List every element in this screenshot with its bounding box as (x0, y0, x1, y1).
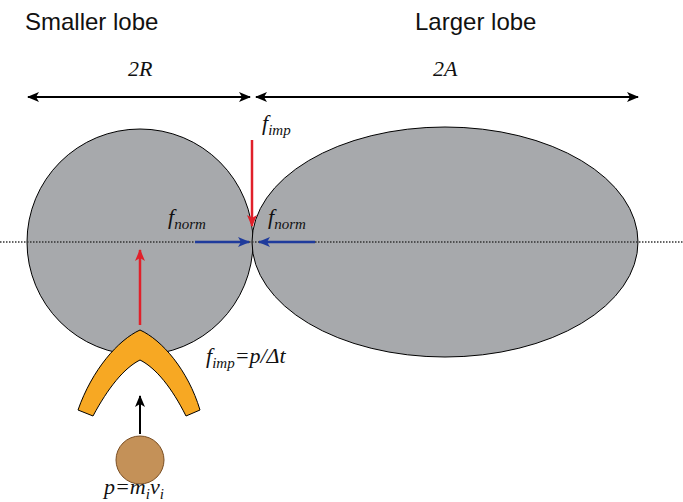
momentum-label-group: p=mivi (104, 476, 164, 498)
force-label: =p/Δt (235, 343, 286, 368)
force-label-group: fimp (262, 112, 291, 134)
force-label: f (262, 110, 268, 135)
dimension-label-group: 2R (128, 58, 152, 80)
force-label: f (206, 343, 212, 368)
force-label-group: fnorm (268, 206, 306, 228)
subscript-text: norm (174, 216, 206, 232)
lobe-title: Smaller lobe (25, 8, 158, 35)
subscript-text: i (146, 486, 150, 502)
dimension-label: 2R (128, 56, 152, 81)
force-label: f (168, 204, 174, 229)
impact-force-arrow (139, 250, 142, 325)
subscript-text: norm (274, 216, 306, 232)
axis-line (0, 241, 683, 243)
dimension-arrow (256, 96, 638, 98)
force-label: f (268, 204, 274, 229)
momentum-label: v (150, 474, 160, 499)
subscript-text: imp (212, 355, 235, 371)
subscript-text: i (160, 486, 164, 502)
normal-force-arrow (259, 241, 315, 244)
dimension-label-group: 2A (433, 58, 457, 80)
dimension-label: 2A (433, 56, 457, 81)
normal-force-arrow (195, 241, 249, 244)
lobe-title: Larger lobe (415, 8, 536, 35)
force-label-group: fimp=p/Δt (206, 345, 286, 367)
lobe-title-group: Larger lobe (415, 10, 536, 34)
impact-force-arrow (251, 140, 254, 226)
force-label-group: fnorm (168, 206, 206, 228)
lobe-title-group: Smaller lobe (25, 10, 158, 34)
subscript-text: imp (268, 122, 291, 138)
momentum-label: p=m (104, 474, 146, 499)
dimension-arrow (28, 96, 250, 98)
velocity-arrow (139, 396, 141, 434)
